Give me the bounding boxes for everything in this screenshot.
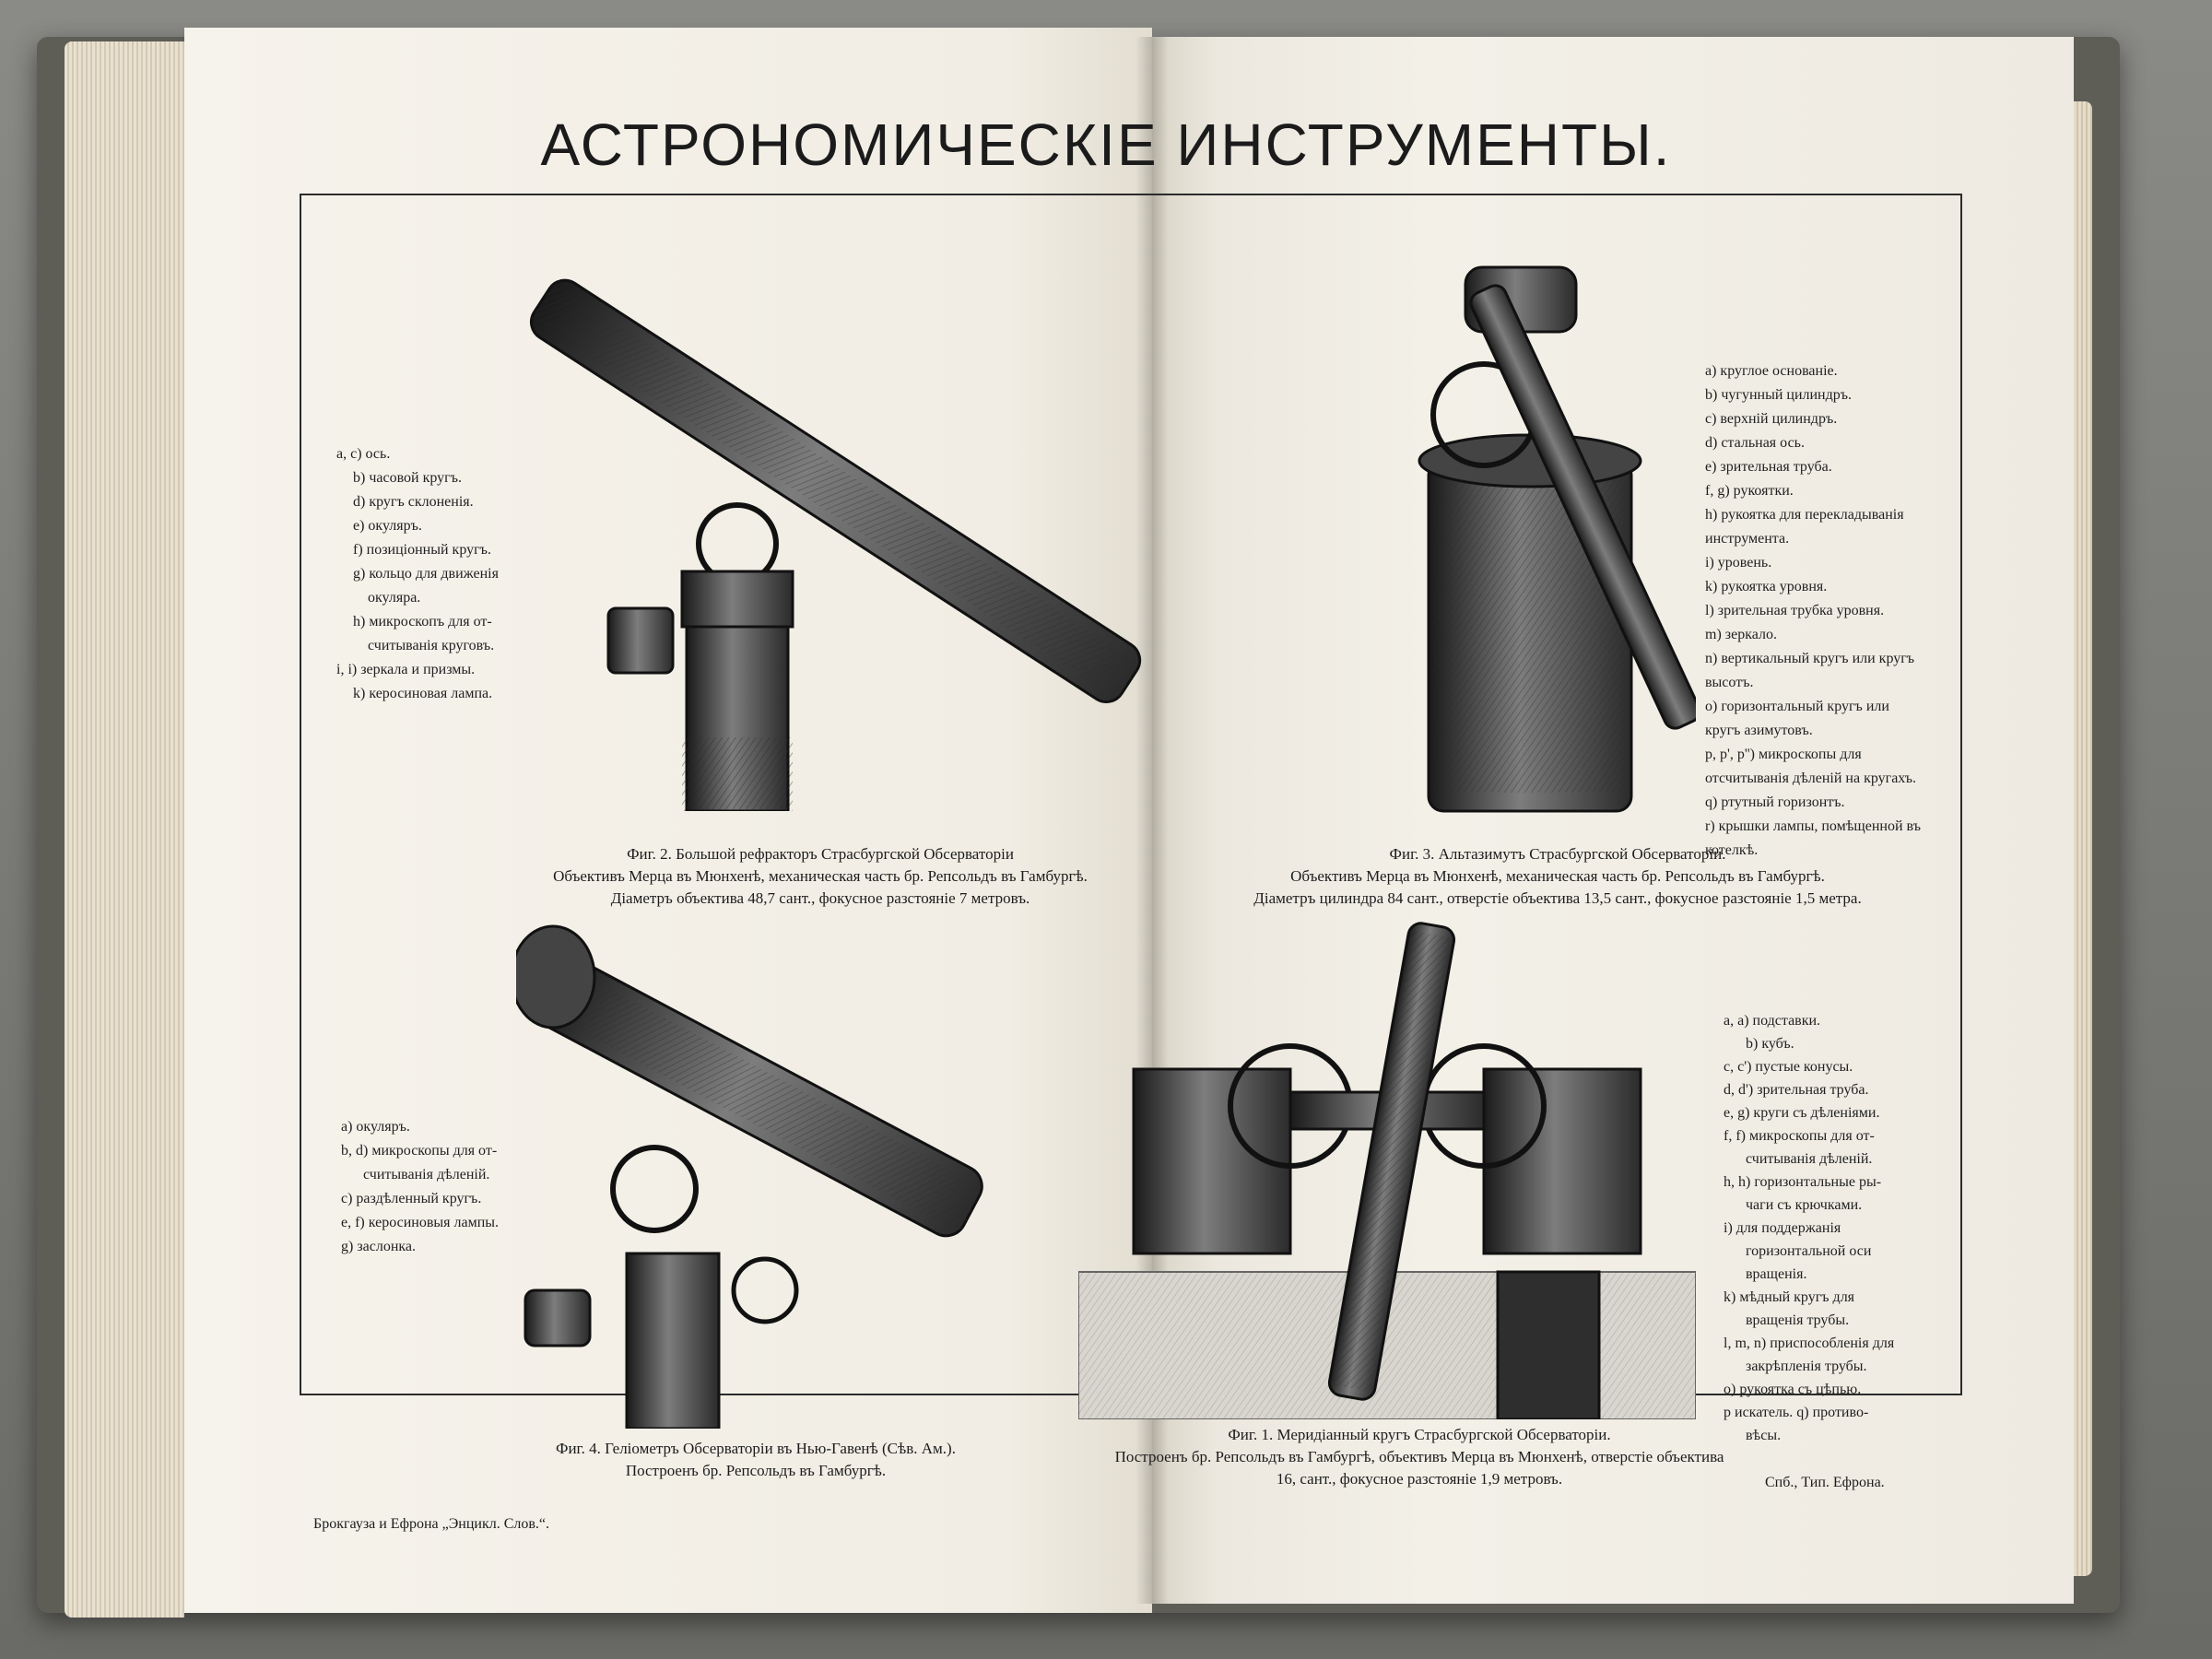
caption-fig2: Фиг. 2. Большой рефракторъ Страсбургской… [479,843,1161,910]
legend-item: g) заслонка. [341,1239,417,1254]
legend-item: h) рукоятка для перекладыванія инструмен… [1705,507,1904,547]
legend-item: h) микроскопъ для от- [353,614,492,629]
legend-item: b) кубъ. [1746,1036,1794,1052]
page-title: АСТРОНОМИЧЕСКІЕ ИНСТРУМЕНТЫ. [540,112,1672,178]
legend-item: вѣсы. [1746,1428,1782,1443]
legend-item: вращенія. [1746,1266,1807,1282]
legend-item: i) уровень. [1705,555,1772,571]
legend-item: a) окуляръ. [341,1119,410,1135]
legend-item: горизонтальной оси [1746,1243,1872,1259]
legend-item: считыванія дѣленій. [363,1167,490,1182]
legend-item: k) мѣдный кругъ для [1724,1289,1855,1305]
legend-item: a, a) подставки. [1724,1013,1821,1029]
legend-item: b) чугунный цилиндръ. [1705,387,1853,403]
caption-line: Объективъ Мерца въ Мюнхенѣ, механическая… [553,867,1088,885]
legend-item: e) зрительная труба. [1705,459,1832,475]
legend-item: d) кругъ склоненія. [353,494,474,510]
legend-item: q) ртутный горизонтъ. [1705,794,1845,810]
caption-line: Діаметръ объектива 48,7 сант., фокусное … [610,889,1030,907]
legend-item: l) зрительная трубка уровня. [1705,603,1885,618]
caption-line: Діаметръ цилиндра 84 сант., отверстіе об… [1253,889,1862,907]
caption-line: Построенъ бр. Репсольдъ въ Гамбургѣ. [625,1462,887,1479]
legend-item: f, f) микроскопы для от- [1724,1128,1875,1144]
legend-item: k) керосиновая лампа. [353,686,493,701]
legend-item: c) раздѣленный кругъ. [341,1191,482,1206]
footer-right-imprint: Спб., Тип. Ефрона. [1765,1475,1885,1490]
legend-item: m) зеркало. [1705,627,1777,642]
legend-item: вращенія трубы. [1746,1312,1850,1328]
caption-line: Объективъ Мерца въ Мюнхенѣ, механическая… [1290,867,1825,885]
caption-fig4: Фиг. 4. Геліометръ Обсерваторіи въ Нью-Г… [433,1438,1078,1482]
legend-item: b, d) микроскопы для от- [341,1143,498,1159]
legend-item: p искатель. q) противо- [1724,1405,1869,1420]
illustration-meridian-circle [1077,922,1697,1421]
caption-line: Фиг. 2. Большой рефракторъ Страсбургской… [627,845,1014,863]
legend-item: h, h) горизонтальные ры- [1724,1174,1882,1190]
caption-line: Фиг. 1. Меридіанный кругъ Страсбургской … [1228,1426,1611,1443]
footer-left-imprint: Брокгауза и Ефрона „Энцикл. Слов.“. [313,1516,550,1532]
legend-item: окуляра. [368,590,421,606]
legend-item: a) круглое основаніе. [1705,363,1838,379]
legend-item: e, g) круги съ дѣленіями. [1724,1105,1880,1121]
caption-line: Фиг. 4. Геліометръ Обсерваторіи въ Нью-Г… [556,1440,956,1457]
illustration-altazimuth [1364,230,1701,820]
legend-fig2: a, c) ось. b) часовой кругъ. d) кругъ ск… [336,442,539,706]
caption-line: Построенъ бр. Репсольдъ въ Гамбургѣ, объ… [1114,1448,1724,1465]
legend-item: d, d') зрительная труба. [1724,1082,1869,1098]
legend-item: f, g) рукоятки. [1705,483,1794,499]
caption-line: 16, сант., фокусное разстояніе 1,9 метро… [1276,1470,1563,1488]
legend-item: c, c') пустые конусы. [1724,1059,1853,1075]
caption-line: Фиг. 3. Альтазимутъ Страсбургской Обсерв… [1389,845,1726,863]
legend-item: e, f) керосиновыя лампы. [341,1215,500,1230]
legend-fig3: a) круглое основаніе. b) чугунный цилинд… [1705,359,1926,863]
legend-item: e) окуляръ. [353,518,422,534]
caption-fig3: Фиг. 3. Альтазимутъ Страсбургской Обсерв… [1198,843,1917,910]
legend-item: b) часовой кругъ. [353,470,462,486]
illustration-refractor [516,221,1161,813]
legend-item: d) стальная ось. [1705,435,1805,451]
illustration-heliometer [510,903,1051,1430]
legend-item: i, i) зеркала и призмы. [336,662,476,677]
legend-item: g) кольцо для движенія [353,566,499,582]
legend-item: n) вертикальный кругъ или кругъ высотъ. [1705,651,1915,690]
legend-fig1: a, a) подставки. b) кубъ. c, c') пустые … [1724,1009,1926,1447]
legend-item: считыванія дѣленій. [1746,1151,1873,1167]
legend-item: a, c) ось. [336,446,391,462]
caption-fig1: Фиг. 1. Меридіанный кругъ Страсбургской … [1078,1424,1760,1490]
legend-item: i) для поддержанія [1724,1220,1841,1236]
page-edges-left [65,41,184,1618]
legend-item: l, m, n) приспособленія для [1724,1335,1895,1351]
legend-item: p, p', p'') микроскопы для отсчитыванія … [1705,747,1916,786]
legend-item: закрѣпленія трубы. [1746,1359,1867,1374]
legend-item: k) рукоятка уровня. [1705,579,1828,594]
legend-item: o) рукоятка съ цѣпью. [1724,1382,1862,1397]
legend-item: c) верхній цилиндръ. [1705,411,1838,427]
legend-item: f) позиціонный кругъ. [353,542,491,558]
legend-item: считыванія круговъ. [368,638,495,653]
legend-item: o) горизонтальный кругъ или кругъ азимут… [1705,699,1889,738]
legend-fig4: a) окуляръ. b, d) микроскопы для от- счи… [341,1115,544,1259]
legend-item: r) крышки лампы, помѣщенной въ котелкѣ. [1705,818,1921,858]
legend-item: чаги съ крючками. [1746,1197,1863,1213]
